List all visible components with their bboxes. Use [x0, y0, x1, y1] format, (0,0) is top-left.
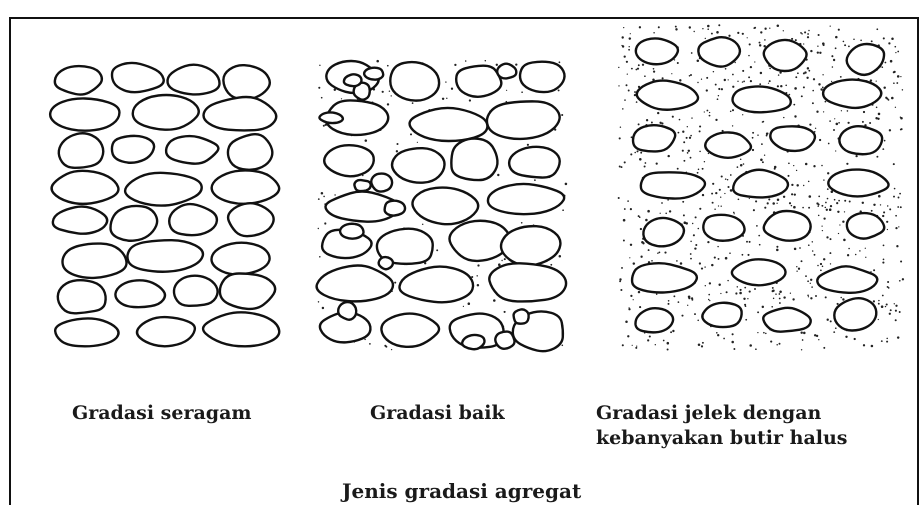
aggregate-particle — [364, 68, 383, 80]
caption-uniform: Gradasi seragam — [72, 402, 251, 424]
aggregate-particle — [344, 74, 362, 86]
aggregate-particle — [633, 125, 675, 151]
aggregate-particle — [392, 148, 444, 183]
aggregate-particle — [698, 37, 740, 66]
aggregate-particle — [823, 80, 881, 108]
aggregate-particle — [497, 64, 516, 79]
aggregate-particle — [456, 66, 501, 97]
aggregate-particle — [385, 201, 405, 216]
aggregate-particle — [324, 145, 374, 176]
aggregate-particle — [764, 40, 807, 71]
aggregate-particle — [705, 132, 751, 157]
aggregate-particle — [50, 98, 119, 130]
aggregate-particle — [632, 263, 697, 292]
aggregate-particle — [204, 97, 277, 130]
panel-uniform-gradation — [50, 63, 279, 346]
aggregate-particle — [635, 308, 673, 332]
aggregate-particle — [112, 136, 154, 163]
aggregate-particle — [828, 170, 888, 197]
aggregate-particle — [212, 170, 280, 203]
aggregate-particle — [319, 112, 342, 123]
aggregate-particle — [733, 86, 791, 112]
aggregate-particle — [125, 173, 202, 206]
aggregate-particle — [488, 184, 564, 214]
caption-poor-line2: kebanyakan butir halus — [596, 427, 848, 449]
aggregate-particle — [763, 308, 810, 332]
aggregate-particle — [834, 298, 876, 330]
aggregate-particle — [58, 280, 106, 313]
aggregate-particle — [764, 211, 811, 241]
aggregate-particle — [371, 174, 392, 192]
panel-poor-gradation — [618, 24, 904, 350]
aggregate-particle — [643, 218, 684, 246]
aggregate-particle — [220, 273, 275, 308]
caption-good: Gradasi baik — [370, 402, 505, 424]
aggregate-particle — [487, 101, 560, 139]
aggregate-particle — [732, 259, 786, 285]
aggregate-particle — [166, 136, 218, 164]
figure-title: Jenis gradasi agregat — [342, 480, 581, 502]
aggregate-particle — [169, 204, 217, 235]
aggregate-particle — [115, 280, 165, 307]
aggregate-particle — [509, 147, 560, 178]
aggregate-particle — [637, 81, 698, 110]
aggregate-particle — [449, 221, 509, 261]
aggregate-particle — [59, 133, 103, 168]
aggregate-particle — [53, 207, 107, 234]
aggregate-particle — [501, 226, 560, 266]
aggregate-particle — [399, 267, 473, 303]
aggregate-particle — [354, 180, 370, 191]
aggregate-particle — [462, 335, 484, 349]
aggregate-particle — [847, 44, 884, 75]
aggregate-particle — [340, 224, 363, 239]
aggregate-particle — [317, 265, 393, 301]
aggregate-particle — [127, 240, 203, 272]
aggregate-particle — [489, 263, 566, 301]
aggregate-particle — [520, 62, 565, 92]
aggregate-particle — [52, 171, 119, 204]
aggregate-particle — [212, 243, 270, 275]
aggregate-particle — [62, 244, 126, 278]
aggregate-particle — [636, 38, 678, 64]
aggregate-particle — [702, 303, 741, 327]
aggregate-particle — [228, 203, 274, 236]
aggregate-particle — [770, 126, 815, 151]
panel-good-gradation — [317, 60, 568, 351]
aggregate-particle — [410, 108, 488, 141]
aggregate-particle — [390, 62, 439, 101]
aggregate-particle — [137, 317, 195, 346]
aggregate-particle — [338, 302, 356, 320]
aggregate-particle — [174, 276, 218, 306]
aggregate-particle — [111, 206, 158, 241]
aggregate-particle — [412, 188, 478, 225]
aggregate-particle — [514, 309, 529, 323]
aggregate-particle — [55, 66, 102, 94]
aggregate-particle — [839, 126, 882, 154]
aggregate-particle — [223, 65, 269, 99]
aggregate-particle — [733, 170, 788, 198]
aggregate-particle — [228, 134, 272, 170]
aggregate-particle — [112, 63, 164, 92]
aggregate-particle — [379, 257, 393, 269]
aggregate-particle — [817, 266, 877, 293]
aggregate-particle — [203, 312, 279, 346]
aggregate-particle — [167, 65, 219, 95]
caption-poor-line1: Gradasi jelek dengan — [596, 402, 821, 424]
aggregate-particle — [703, 215, 744, 241]
aggregate-particle — [451, 139, 497, 181]
aggregate-particle — [495, 332, 514, 349]
aggregate-particle — [381, 314, 439, 347]
aggregate-particle — [847, 213, 884, 239]
aggregate-particle — [641, 172, 705, 198]
aggregate-particle — [133, 95, 199, 130]
aggregate-particle — [55, 318, 118, 346]
